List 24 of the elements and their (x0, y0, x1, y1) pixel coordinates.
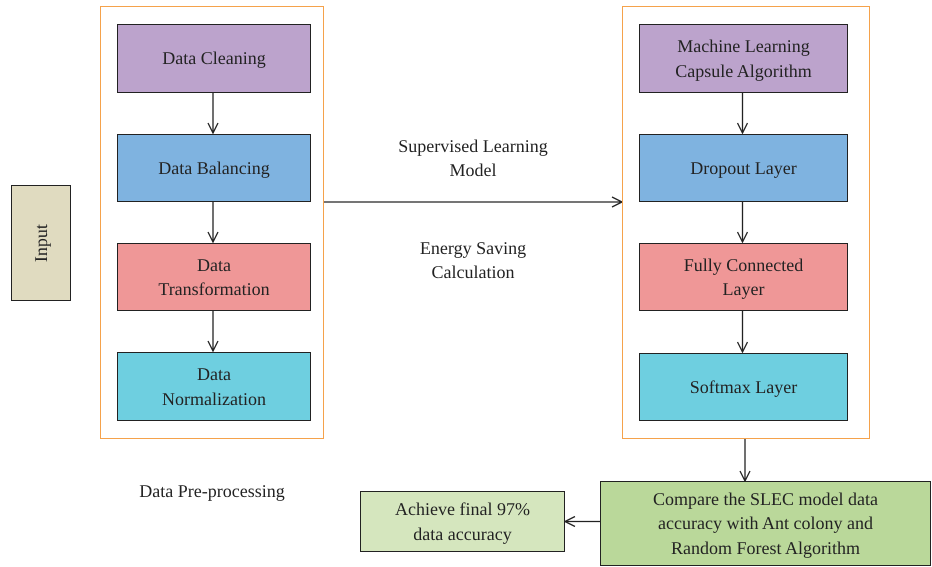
arrow (207, 201, 219, 243)
arrow (736, 310, 748, 353)
process-box: Fully Connected Layer (639, 243, 848, 311)
group-caption: Data Pre-processing (139, 480, 285, 503)
process-box: Machine Learning Capsule Algorithm (639, 24, 848, 93)
process-box: Data Cleaning (117, 24, 311, 93)
process-box: Dropout Layer (639, 134, 848, 202)
result-box: Achieve final 97% data accuracy (360, 491, 565, 552)
input-box: Input (11, 185, 71, 301)
process-box: Data Transformation (117, 243, 311, 311)
arrow (324, 196, 623, 208)
group-frame (100, 6, 324, 439)
group-frame (622, 6, 870, 439)
result-box: Compare the SLEC model data accuracy with Ant colony and Random Forest Algorithm (600, 481, 931, 566)
process-box: Softmax Layer (639, 353, 848, 421)
arrow (564, 516, 600, 528)
arrow (207, 310, 219, 352)
arrow (736, 92, 748, 134)
arrow (207, 92, 219, 134)
arrow (739, 439, 751, 482)
process-box: Data Normalization (117, 352, 311, 421)
arrow (736, 201, 748, 243)
process-box: Data Balancing (117, 134, 311, 202)
process-note: Energy Saving Calculation (418, 237, 528, 284)
